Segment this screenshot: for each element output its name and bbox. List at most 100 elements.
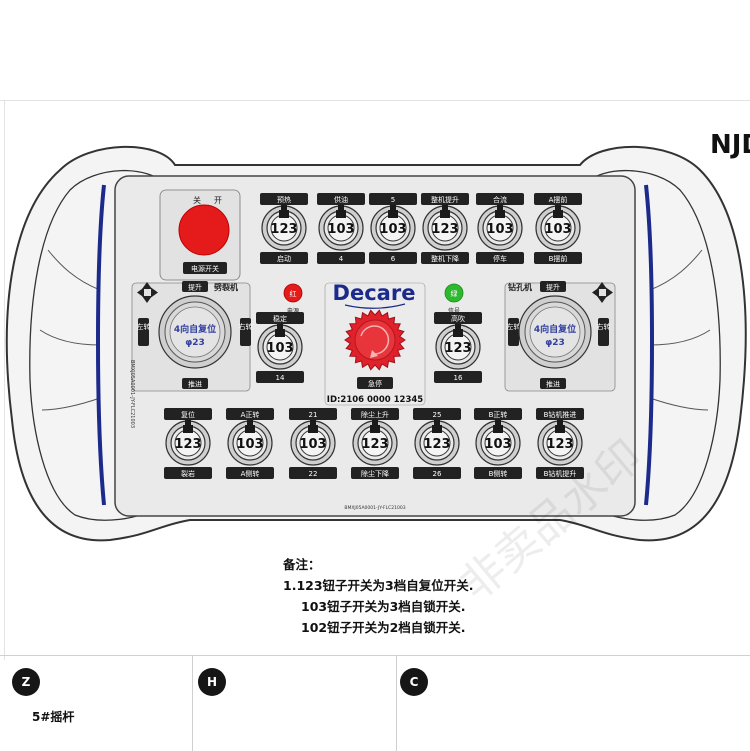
top-switch-3-top-label: 5 [391, 196, 395, 204]
green-indicator-label: 信号 [448, 307, 460, 315]
top-switch-2-bottom-label: 4 [339, 255, 344, 263]
bottom-switch-4[interactable]: 除尘上升 123 除尘下降 [351, 408, 399, 479]
bottom-switch-3-type: 103 [299, 437, 326, 452]
power-knob[interactable] [178, 204, 230, 256]
right-joystick-bottom-label: 推进 [546, 380, 560, 389]
right-joystick: 钻孔机 提升 左转 右转 4向自复位 φ23 推进 [507, 281, 613, 389]
power-on-label: 开 [214, 196, 222, 205]
bottom-switch-6-type: 103 [484, 437, 511, 452]
left-joystick-right-label: 右转 [239, 322, 253, 331]
top-switch-5-type: 103 [486, 222, 513, 237]
svg-text:绿: 绿 [451, 289, 458, 298]
bottom-switch-2-type: 103 [236, 437, 263, 452]
top-switch-1[interactable]: 预热 123 启动 [260, 193, 308, 264]
right-mid-switch-top-label: 高吹 [451, 314, 465, 323]
left-joystick-text2: φ23 [185, 338, 205, 348]
cell-divider [396, 656, 397, 751]
bottom-switch-3-bottom-label: 22 [309, 470, 318, 478]
bottom-switch-4-bottom-label: 除尘下降 [361, 469, 389, 478]
top-switch-1-bottom-label: 启动 [277, 254, 291, 263]
bottom-switch-5-top-label: 25 [433, 411, 442, 419]
frame-left-line [4, 100, 5, 660]
left-joystick-title: 劈裂机 [214, 282, 238, 292]
top-switch-3-bottom-label: 6 [391, 255, 396, 263]
right-joystick-right-label: 右转 [597, 322, 611, 331]
bottom-switch-7-bottom-label: B钻机提升 [544, 469, 577, 478]
right-joystick-left-label: 左转 [507, 322, 521, 331]
top-switch-2-top-label: 供油 [334, 195, 348, 204]
top-switch-row: 预热123启动供油103451036整机提升123整机下降合流103停车A摆前1… [260, 193, 582, 264]
cell-divider [192, 656, 193, 751]
top-switch-6-type: 103 [544, 222, 571, 237]
bottom-switch-5-bottom-label: 26 [433, 470, 442, 478]
right-joystick-text2: φ23 [545, 338, 565, 348]
left-joystick-bottom-label: 推进 [188, 380, 202, 389]
top-switch-2[interactable]: 供油 103 4 [317, 193, 365, 264]
top-switch-5-top-label: 合流 [493, 195, 507, 204]
cell-z-text: 5#摇杆 [32, 710, 75, 724]
bottom-switch-7-top-label: B钻机推进 [544, 410, 577, 419]
frame-top-line [0, 100, 750, 101]
svg-text:红: 红 [290, 289, 297, 298]
left-joystick-top-label: 提升 [188, 283, 202, 292]
badge-c: C [400, 668, 428, 696]
top-switch-5-bottom-label: 停车 [493, 254, 507, 263]
badge-z: Z [12, 668, 40, 696]
bottom-switch-2-bottom-label: A侧转 [241, 469, 260, 478]
top-switch-2-type: 103 [327, 222, 354, 237]
bottom-switch-3-top-label: 21 [309, 411, 318, 419]
right-mid-switch-type: 123 [444, 341, 471, 356]
bottom-table: Z 5#摇杆 H C [0, 655, 750, 751]
top-switch-4-bottom-label: 整机下降 [431, 254, 459, 263]
panel-code-bottom: BMXJ05A0001-JY-FLC21003 [344, 505, 405, 511]
bottom-switch-5[interactable]: 25 123 26 [413, 408, 461, 479]
brand-logo: Decare [333, 281, 416, 305]
power-off-label: 关 [193, 195, 201, 205]
estop-label: 急停 [357, 377, 393, 389]
top-switch-4-top-label: 整机提升 [431, 195, 459, 204]
bottom-switch-row: 复位123裂岩A正转103A侧转2110322除尘上升123除尘下降251232… [164, 408, 584, 479]
bottom-switch-1[interactable]: 复位 123 裂岩 [164, 408, 212, 479]
bottom-switch-5-type: 123 [423, 437, 450, 452]
top-switch-1-type: 123 [270, 222, 297, 237]
red-indicator-label: 电源 [287, 307, 299, 315]
bottom-switch-7-type: 123 [546, 437, 573, 452]
panel-code-side: BMXJ05A0001-JY-FLC21003 [129, 360, 135, 428]
bottom-switch-6-top-label: B正转 [489, 410, 508, 419]
left-joystick-text1: 4向自复位 [174, 323, 216, 335]
bottom-switch-1-type: 123 [174, 437, 201, 452]
notes: 备注： 1.123钮子开关为3档自复位开关. 103钮子开关为3档自锁开关. 1… [283, 554, 474, 638]
bottom-switch-4-type: 123 [361, 437, 388, 452]
red-indicator: 红 电源 [283, 283, 303, 315]
top-switch-1-top-label: 预热 [277, 195, 291, 204]
bottom-switch-1-bottom-label: 裂岩 [181, 469, 195, 478]
bottom-switch-1-top-label: 复位 [181, 410, 195, 419]
right-joystick-top-label: 提升 [546, 283, 560, 292]
left-joystick: 劈裂机 提升 左转 右转 4向自复位 φ23 推进 [137, 281, 253, 389]
bottom-switch-4-top-label: 除尘上升 [361, 410, 389, 419]
top-switch-5[interactable]: 合流 103 停车 [476, 193, 524, 264]
bottom-switch-6-bottom-label: B侧转 [489, 469, 508, 478]
right-joystick-title: 钻孔机 [508, 282, 532, 292]
emergency-stop-button[interactable] [344, 309, 406, 371]
left-joystick-direction-icon [137, 282, 158, 303]
right-joystick-text1: 4向自复位 [534, 323, 576, 335]
badge-h: H [198, 668, 226, 696]
left-mid-switch-bottom-label: 14 [276, 374, 285, 382]
right-mid-switch[interactable]: 高吹 123 16 [434, 312, 482, 383]
svg-text:电源开关: 电源开关 [191, 264, 219, 273]
right-joystick-direction-icon [592, 282, 613, 303]
bottom-switch-3[interactable]: 21 103 22 [289, 408, 337, 479]
right-mid-switch-bottom-label: 16 [454, 374, 463, 382]
left-joystick-left-label: 左转 [137, 322, 151, 331]
left-mid-switch-type: 103 [266, 341, 293, 356]
